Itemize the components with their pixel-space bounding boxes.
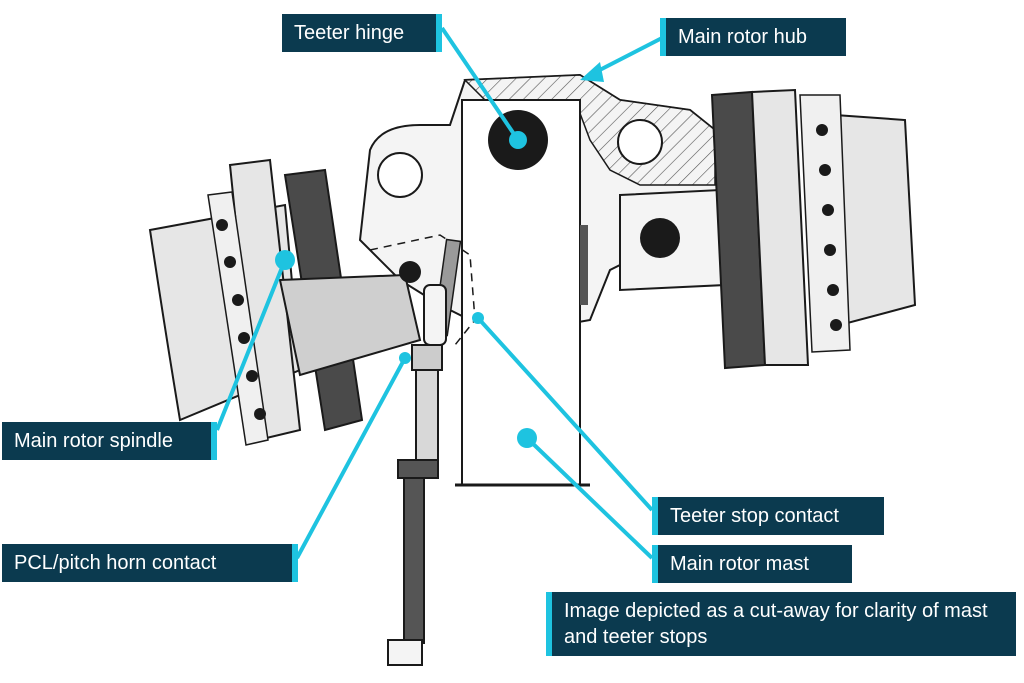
mast-side-strip	[580, 225, 588, 305]
right-grip-plate-outer	[750, 88, 810, 366]
pcl-rod	[403, 477, 425, 644]
hub-hole-right	[617, 119, 663, 165]
leader-hub	[589, 36, 663, 77]
leader-dots	[275, 131, 537, 448]
pcl-adjuster	[411, 344, 443, 371]
pcl-rod-end	[387, 639, 423, 666]
right-grip-bolts	[816, 124, 842, 331]
leader-pcl	[295, 357, 407, 559]
callout-pcl-pitch-horn-contact: PCL/pitch horn contact	[2, 544, 298, 582]
pcl-body	[415, 369, 439, 461]
teeter-stop-hidden-outline	[369, 234, 476, 346]
leader-mast	[525, 436, 654, 560]
right-spindle-pin	[640, 218, 680, 258]
hub-hole-left	[377, 152, 423, 198]
leader-teeter-stop	[476, 316, 654, 512]
leader-teeter-hinge	[440, 26, 520, 142]
callout-main-rotor-mast: Main rotor mast	[652, 545, 852, 583]
callout-teeter-hinge: Teeter hinge	[282, 14, 442, 52]
callout-main-rotor-hub: Main rotor hub	[660, 18, 846, 56]
left-grip-bolts	[216, 219, 266, 420]
pitch-horn-pin	[399, 261, 421, 283]
hub-arrowhead	[580, 62, 604, 82]
callout-teeter-stop-contact: Teeter stop contact	[652, 497, 884, 535]
callout-main-rotor-spindle: Main rotor spindle	[2, 422, 217, 460]
pitch-horn	[278, 273, 422, 377]
leader-spindle	[215, 259, 287, 431]
callout-cutaway-note: Image depicted as a cut-away for clarity…	[546, 592, 1016, 656]
pcl-upper-link	[423, 284, 447, 346]
callout-leaders	[215, 26, 663, 560]
pcl-jam-nut	[397, 459, 439, 479]
